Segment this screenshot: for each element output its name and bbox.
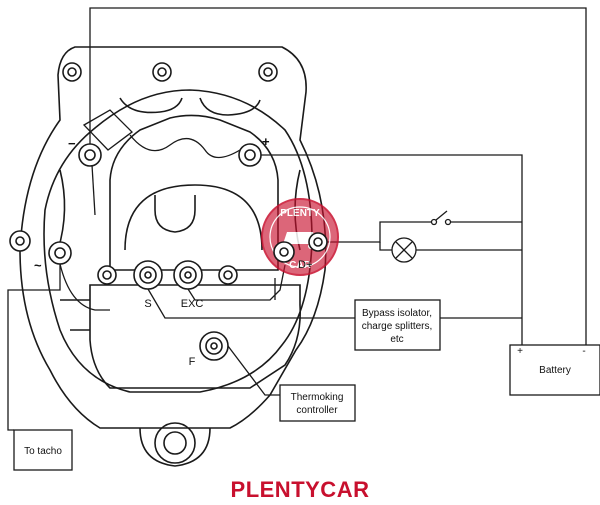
tacho-box: To tacho (13, 429, 73, 471)
terminal-f (199, 331, 229, 361)
terminal-exc (173, 260, 203, 290)
watermark-top-text: PLENTY (280, 208, 320, 219)
terminal-s (133, 260, 163, 290)
f-terminal-label: F (189, 356, 196, 368)
wires (7, 7, 587, 431)
bypass-label-3: etc (390, 334, 403, 345)
switch (430, 210, 452, 226)
s-terminal-label: S (144, 298, 151, 310)
terminal-d (273, 232, 328, 263)
indicator-lamp (391, 237, 417, 263)
watermark-bottom-text: CAR (289, 260, 311, 271)
terminal-negative (78, 143, 102, 167)
thermoking-label-1: Thermoking (291, 392, 344, 403)
battery-box: Battery + - (509, 344, 600, 396)
mounting-bolts (9, 62, 278, 252)
terminal-positive (238, 143, 262, 167)
bypass-box: Bypass isolator, charge splitters, etc (354, 299, 441, 351)
alternator-housing (19, 46, 327, 467)
bypass-label-2: charge splitters, (362, 321, 433, 332)
tacho-label: To tacho (24, 446, 62, 457)
exc-terminal-label: EXC (181, 298, 204, 310)
negative-terminal-label: − (68, 136, 76, 151)
ac-terminal-label: ~ (34, 258, 42, 273)
terminal-ac (48, 241, 72, 265)
d-terminal-label: D+ (298, 259, 312, 271)
battery-negative-sign: - (582, 346, 585, 357)
brand-caption: PLENTYCAR (231, 477, 370, 502)
thermoking-label-2: controller (296, 405, 338, 416)
rear-boss (154, 422, 196, 464)
terminal-aux (97, 265, 238, 285)
battery-label: Battery (539, 365, 571, 376)
battery-positive-sign: + (517, 346, 523, 357)
positive-terminal-label: + (262, 134, 270, 149)
thermoking-box: Thermoking controller (279, 384, 356, 422)
bypass-label-1: Bypass isolator, (362, 308, 432, 319)
